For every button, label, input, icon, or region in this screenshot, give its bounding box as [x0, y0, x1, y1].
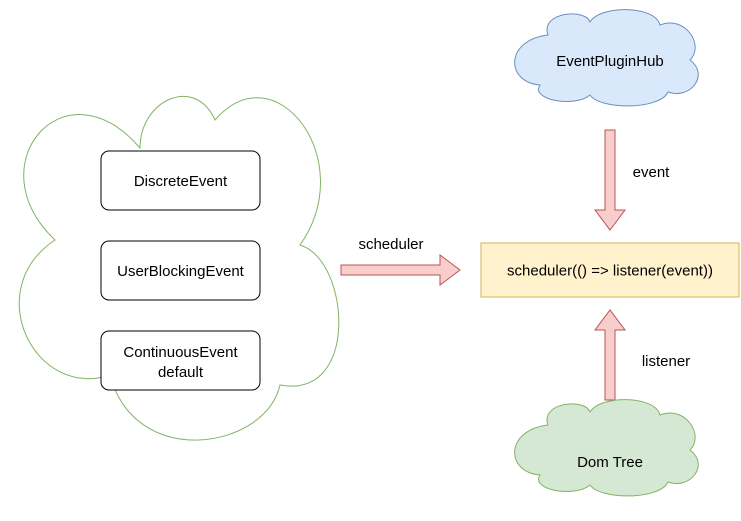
- event-arrow: [594, 129, 626, 231]
- scheduler-arrow: [340, 254, 461, 286]
- continuous-event-label: ContinuousEvent: [123, 344, 238, 361]
- event-plugin-hub-cloud: EventPluginHub: [514, 9, 699, 107]
- dom-tree-cloud: Dom Tree: [514, 399, 699, 497]
- user-blocking-event-label: UserBlockingEvent: [117, 263, 245, 280]
- event-arrow-label: event: [633, 164, 671, 181]
- scheduler-arrow-label: scheduler: [358, 236, 423, 253]
- listener-arrow: [594, 309, 626, 401]
- dom-tree-label: Dom Tree: [577, 454, 643, 471]
- continuous-event-box: ContinuousEvent default: [100, 330, 261, 391]
- discrete-event-box: DiscreteEvent: [100, 150, 261, 211]
- event-plugin-hub-label: EventPluginHub: [556, 53, 664, 70]
- listener-arrow-label: listener: [642, 353, 690, 370]
- continuous-event-default-label: default: [158, 364, 204, 381]
- scheduler-call-box: scheduler(() => listener(event)): [480, 242, 740, 298]
- discrete-event-label: DiscreteEvent: [134, 173, 228, 190]
- scheduler-call-label: scheduler(() => listener(event)): [507, 263, 713, 280]
- user-blocking-event-box: UserBlockingEvent: [100, 240, 261, 301]
